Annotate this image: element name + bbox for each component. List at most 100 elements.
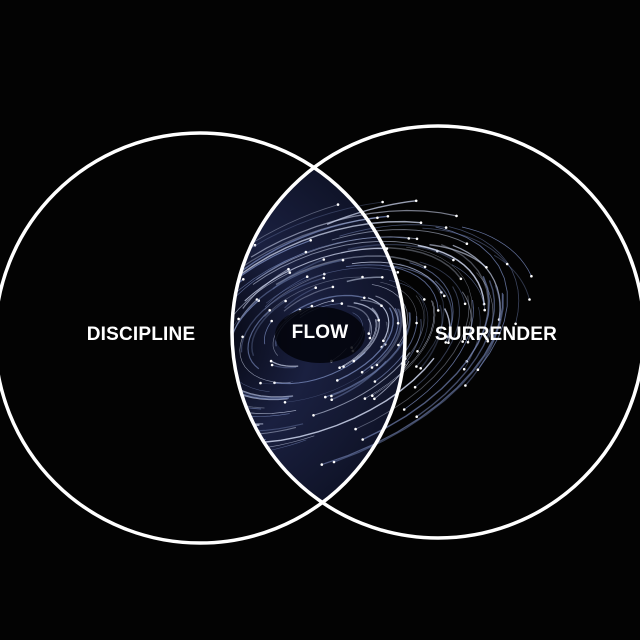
swirl-streak [244,248,387,302]
swirl-dot [259,381,262,385]
swirl-dot [340,302,344,305]
swirl-dot [444,341,448,344]
swirl-dot [331,299,335,303]
swirl-dot [188,373,191,376]
swirl-streak [252,240,438,285]
swirl-dot [397,343,400,347]
swirl-streak [403,299,474,410]
swirl-dot [373,397,376,401]
swirl-dot [336,203,340,206]
swirl-streak [461,226,532,277]
swirl-dot [128,347,131,350]
discipline-circle [0,131,407,545]
swirl-dot [287,267,290,271]
swirl-streak [346,276,383,283]
swirl-streak [417,296,429,352]
swirl-streak [284,353,387,403]
swirl-dot [444,226,448,229]
swirl-dot [242,278,245,281]
swirl-streak [256,236,418,280]
swirl-dot [360,370,364,374]
swirl-streak [232,374,297,414]
swirl-dot [486,339,490,343]
swirl-dot [284,299,287,303]
swirl-dot [305,275,309,279]
swirl-dot [146,408,149,411]
swirl-dot [253,243,257,247]
swirl-streak [401,295,425,364]
swirl-streak [493,254,530,300]
swirl-streak [417,244,485,305]
swirl-dot [407,237,411,240]
swirl-streak [375,295,399,324]
swirl-streak [270,360,299,367]
swirl-dot [331,285,335,289]
swirl-streak [353,302,380,321]
swirl-dot [415,365,418,368]
swirl-streak [422,227,508,265]
swirl-dot [423,265,427,269]
swirl-dot [148,317,151,320]
swirl-dot [447,341,450,345]
swirl-streak [409,262,454,337]
swirl-dot [396,321,400,325]
swirl-streak [232,300,260,369]
swirl-dot [352,359,356,363]
swirl-streak [232,217,378,315]
swirl-streak [360,299,382,307]
swirl-dot [528,298,531,301]
swirl-streak [264,276,308,308]
surrender-label: SURRENDER [434,324,558,345]
swirl-dot [151,420,154,423]
swirl-streak [371,308,402,368]
swirl-streak [343,319,378,367]
swirl-dot [370,366,374,369]
swirl-streak [326,200,417,226]
swirl-dot [514,322,517,326]
swirl-dot [202,286,205,289]
swirl-dot [205,456,208,459]
swirl-streak [331,312,412,397]
swirl-streak [232,318,270,393]
swirl-streak [435,226,508,370]
flow-swirl-background [232,133,405,538]
swirl-dot [304,250,308,254]
swirl-streak [448,226,520,324]
swirl-streak [397,278,426,359]
swirl-dot [466,340,470,344]
discipline-label: DISCIPLINE [86,324,196,345]
swirl-streak [250,209,457,258]
swirl-dot [120,399,123,402]
swirl-streak [376,308,403,366]
swirl-streak [232,408,304,432]
swirl-dot [443,294,446,298]
swirl-streak [232,420,262,444]
swirl-dot [172,407,175,410]
swirl-dot [476,368,480,372]
swirl-dot [380,304,383,308]
swirl-streak [284,287,316,309]
swirl-streak [265,267,398,304]
swirl-dot [464,384,467,387]
swirl-streak [129,349,154,406]
swirl-dot [237,317,240,321]
swirl-streak [241,259,344,317]
swirl-streak [232,272,290,364]
swirl-dot [189,392,192,395]
swirl-streak [420,304,443,369]
swirl-dot [436,309,440,312]
swirl-dot [209,362,212,365]
swirl-dot [288,271,292,274]
swirl-dot [270,319,274,323]
swirl-streak [337,307,394,381]
swirl-streak [264,320,273,345]
swirl-dot [198,339,201,342]
swirl-streak [124,414,222,450]
swirl-dot [382,339,385,343]
swirl-dot [336,379,339,382]
swirl-dot [483,308,487,312]
swirl-dot [166,370,169,373]
swirl-dot [324,395,327,399]
swirl-dot [367,332,371,335]
swirl-streak [414,286,460,388]
